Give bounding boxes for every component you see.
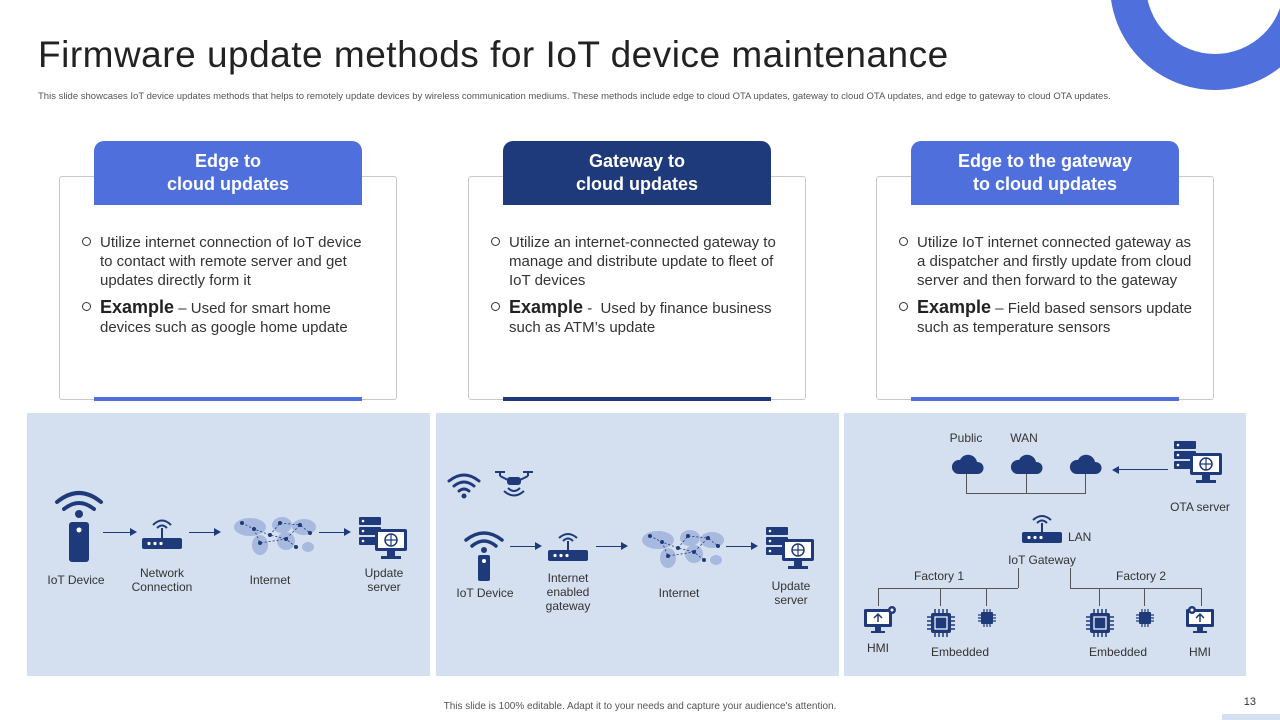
label-internet: Internet [249,573,291,587]
flow-arrow [596,542,628,550]
footer-note: This slide is 100% editable. Adapt it to… [443,701,837,712]
connector-line [940,588,941,606]
card-bullet: Utilize IoT internet connected gateway a… [899,233,1195,290]
connector-line [878,588,879,606]
connector-line [1018,568,1019,588]
connector-line [1085,474,1086,493]
connector-line [1099,588,1100,606]
connector-line [1070,588,1202,589]
bullet-circle-icon [82,302,91,311]
label-internet: Internet [658,586,700,600]
iot-device-icon [55,491,103,562]
card-underline [911,397,1179,401]
method-card-edge-gateway-cloud: Utilize IoT internet connected gateway a… [876,176,1214,401]
decorative-ring [1110,0,1280,90]
bullet-circle-icon [899,237,908,246]
card-underline [503,397,771,401]
hmi-monitor-icon [1186,606,1214,633]
bullet-circle-icon [491,237,500,246]
page-title: Firmware update methods for IoT device m… [38,34,949,75]
page-number: 13 [1243,696,1256,708]
label-iot-device: IoT Device [47,573,105,587]
embedded-chip-icon [1086,609,1114,637]
iot-device-icon [464,531,504,581]
internet-world-map-icon [234,517,316,555]
label-factory-2: Factory 2 [1115,569,1166,583]
embedded-chip-icon [927,609,955,637]
card-example: Example – Used for smart home devices su… [82,298,378,337]
card-bullet: Utilize an internet-connected gateway to… [491,233,787,290]
connector-line [966,474,967,493]
iot-gateway-icon [1022,515,1062,543]
connector-line [966,493,1086,494]
connector-line [878,588,1018,589]
label-iot-gateway: IoT Gateway [1008,553,1076,567]
label-hmi: HMI [867,641,889,655]
label-public: Public [949,431,983,445]
update-server-icon [766,527,814,569]
bullet-circle-icon [899,302,908,311]
method-card-edge-to-cloud: Utilize internet connection of IoT devic… [59,176,397,401]
embedded-chip-small-icon [978,609,996,627]
router-icon [142,519,182,549]
card-underline [94,397,362,401]
ota-server-icon [1174,441,1222,483]
embedded-chip-small-icon [1136,609,1154,627]
label-ota-server: OTA server [1170,500,1230,514]
card-bullet: Utilize internet connection of IoT devic… [82,233,378,290]
diagram-panel-edge-gateway-cloud: Public WAN OTA server LAN IoT Gateway [844,413,1246,676]
hmi-monitor-icon [864,606,896,633]
cloud-icon [1010,454,1043,474]
connector-line [1201,588,1202,606]
flow-arrow [1114,469,1168,470]
flow-arrow [726,542,758,550]
cloud-icon [951,454,984,474]
method-card-gateway-to-cloud: Utilize an internet-connected gateway to… [468,176,806,401]
label-lan: LAN [1068,530,1092,544]
bullet-circle-icon [82,237,91,246]
label-iot-device: IoT Device [456,586,514,600]
drone-icon [495,471,533,497]
cloud-icon [1069,454,1102,474]
card-example: Example - Used by finance business such … [491,298,787,337]
wifi-icon [447,473,481,499]
flow-arrow [510,542,542,550]
connector-line [1026,474,1027,493]
label-hmi: HMI [1189,645,1211,659]
page-number-bar [1222,714,1280,720]
label-embedded: Embedded [1088,645,1148,659]
connector-line [1144,588,1145,606]
gateway-router-icon [548,533,588,561]
internet-world-map-icon [642,530,724,568]
label-factory-1: Factory 1 [913,569,964,583]
card-example: Example – Field based sensors update suc… [899,298,1195,337]
label-embedded: Embedded [930,645,990,659]
connector-line [986,588,987,606]
flow-arrow [319,528,351,536]
update-server-icon [359,517,407,559]
flow-arrow [189,528,221,536]
flow-arrow [103,528,137,536]
connector-line [1070,568,1071,588]
label-wan: WAN [1010,431,1038,445]
page-subtitle: This slide showcases IoT device updates … [38,91,1111,102]
bullet-circle-icon [491,302,500,311]
